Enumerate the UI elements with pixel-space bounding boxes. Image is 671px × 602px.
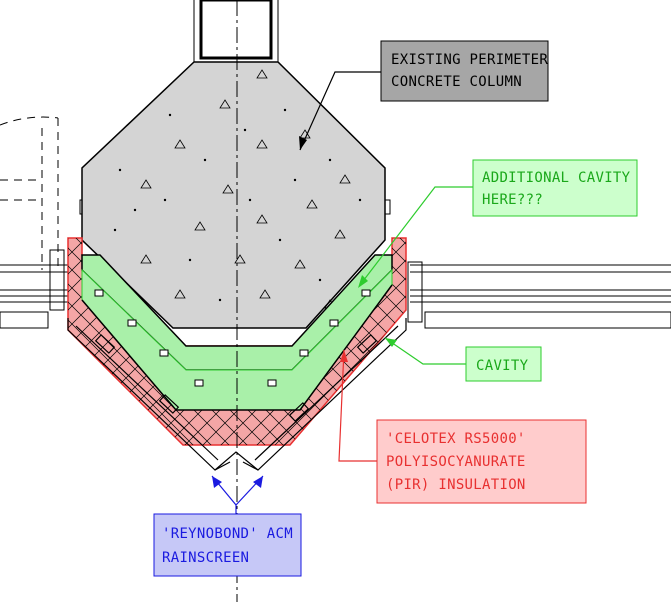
rainscreen-label-line2: RAINSCREEN	[162, 550, 249, 566]
additional-cavity-callout: ADDITIONAL CAVITY HERE???	[358, 159, 638, 288]
insulation-callout: 'CELOTEX RS5000' POLYISOCYANURATE (PIR) …	[338, 349, 587, 504]
rainscreen-label-line1: 'REYNOBOND' ACM	[162, 526, 293, 542]
upper-column-frame	[193, 0, 279, 62]
acm-rainscreen-panels	[67, 318, 407, 471]
insulation-label-line2: POLYISOCYANURATE	[386, 454, 526, 470]
insulation-label-line3: (PIR) INSULATION	[386, 477, 526, 493]
additional-cavity-label-line1: ADDITIONAL CAVITY	[482, 170, 631, 186]
additional-cavity-label-line2: HERE???	[482, 192, 543, 208]
right-window-frame	[377, 199, 671, 329]
cavity-layer	[81, 254, 393, 411]
cavity-label-box	[465, 346, 542, 382]
column-label-box	[380, 40, 549, 102]
insulation-label-line1: 'CELOTEX RS5000'	[386, 431, 526, 447]
rainscreen-label-box	[153, 513, 302, 577]
cavity-label-line1: CAVITY	[476, 358, 529, 374]
support-brackets	[94, 289, 371, 387]
column-label-line2: CONCRETE COLUMN	[391, 74, 522, 90]
column-label-line1: EXISTING PERIMETER	[391, 52, 548, 68]
insulation-label-box	[376, 419, 587, 504]
rainscreen-callout: 'REYNOBOND' ACM RAINSCREEN	[153, 475, 302, 577]
aggregate-dots	[113, 108, 362, 302]
additional-cavity-label-box	[472, 159, 638, 217]
column-callout: EXISTING PERIMETER CONCRETE COLUMN	[299, 40, 549, 151]
cavity-callout: CAVITY	[384, 337, 542, 382]
